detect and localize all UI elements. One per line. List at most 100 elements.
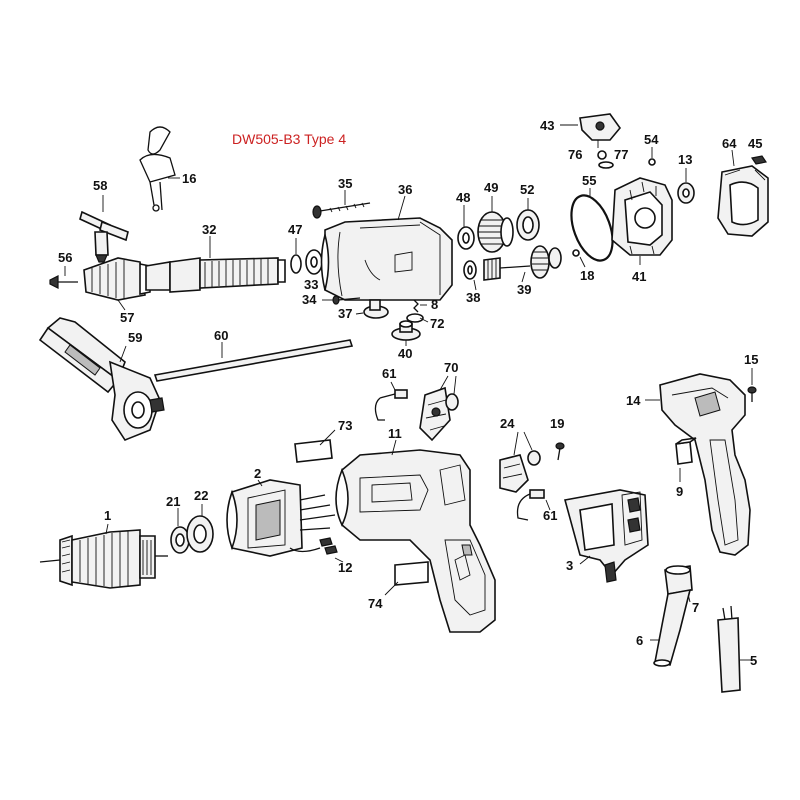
part-36-gear-housing	[320, 195, 453, 301]
part-70-brush-holders	[419, 375, 459, 442]
label-40: 40	[398, 346, 412, 361]
part-56-screw	[49, 266, 78, 289]
part-6-cord-guard	[650, 588, 692, 667]
part-74-label	[384, 561, 429, 596]
label-8: 8	[431, 297, 438, 312]
label-47: 47	[288, 222, 302, 237]
label-61-upper: 61	[382, 366, 396, 381]
part-39-shaft	[483, 245, 562, 283]
part-48-bearing	[457, 205, 475, 250]
label-56: 56	[58, 250, 72, 265]
label-48: 48	[456, 190, 470, 205]
label-37: 37	[338, 306, 352, 321]
label-55: 55	[582, 173, 596, 188]
part-73-label	[294, 429, 336, 463]
label-2: 2	[254, 466, 261, 481]
label-22: 22	[194, 488, 208, 503]
label-43: 43	[540, 118, 554, 133]
part-5-power-cord	[717, 605, 752, 693]
part-47-washer	[290, 238, 302, 274]
part-16-clip	[139, 126, 180, 212]
label-6: 6	[636, 633, 643, 648]
part-22-bearing	[186, 504, 214, 553]
part-14-handle-cover	[645, 373, 751, 556]
label-9: 9	[676, 484, 683, 499]
label-35: 35	[338, 176, 352, 191]
part-37-knob	[355, 299, 389, 319]
part-64-brush-holder	[717, 149, 769, 237]
part-21-bearing	[170, 508, 190, 554]
part-8-spring	[413, 299, 427, 313]
label-64: 64	[722, 136, 737, 151]
label-60: 60	[214, 328, 228, 343]
part-32-spindle	[145, 236, 286, 293]
part-34-screw	[322, 295, 361, 305]
label-16: 16	[182, 171, 196, 186]
part-3-switch	[563, 489, 649, 583]
label-49: 49	[484, 180, 498, 195]
part-61-brush-lead-lower	[516, 489, 551, 521]
part-55-o-ring	[570, 188, 614, 262]
label-7: 7	[692, 600, 699, 615]
part-12-terminals	[319, 537, 344, 563]
part-60-depth-rod	[153, 339, 354, 382]
label-34: 34	[302, 292, 317, 307]
part-59-side-handle	[38, 317, 165, 441]
label-57: 57	[120, 310, 134, 325]
part-19-screw	[555, 442, 565, 461]
label-61-lower: 61	[543, 508, 557, 523]
label-59: 59	[128, 330, 142, 345]
label-39: 39	[517, 282, 531, 297]
label-70: 70	[444, 360, 458, 375]
label-3: 3	[566, 558, 573, 573]
part-54-pin	[648, 147, 656, 166]
part-41-housing	[611, 177, 673, 265]
label-36: 36	[398, 182, 412, 197]
part-43-bracket	[560, 113, 622, 148]
part-9-block	[675, 437, 697, 482]
part-52-bearing	[516, 198, 540, 241]
label-21: 21	[166, 494, 180, 509]
label-58: 58	[93, 178, 107, 193]
label-38: 38	[466, 290, 480, 305]
part-11-main-housing	[335, 439, 496, 633]
label-33: 33	[304, 277, 318, 292]
label-12: 12	[338, 560, 352, 575]
label-32: 32	[202, 222, 216, 237]
part-76-washer	[597, 150, 607, 160]
label-45: 45	[748, 136, 762, 151]
part-2-field	[226, 479, 336, 557]
label-1: 1	[104, 508, 111, 523]
part-33-washer	[305, 249, 323, 275]
label-18: 18	[580, 268, 594, 283]
part-40-selector	[391, 320, 421, 346]
part-38-washer	[463, 260, 477, 291]
label-11: 11	[388, 426, 402, 441]
label-15: 15	[744, 352, 758, 367]
label-77: 77	[614, 147, 628, 162]
label-19: 19	[550, 416, 564, 431]
part-15-screw	[747, 368, 757, 402]
label-76: 76	[568, 147, 582, 162]
part-45-nut	[751, 155, 767, 165]
label-5: 5	[750, 653, 757, 668]
part-49-gear	[477, 196, 514, 253]
part-61-brush-lead-upper	[374, 381, 408, 421]
part-72-washer	[406, 313, 429, 323]
part-7-clamp	[664, 565, 693, 603]
label-14: 14	[626, 393, 641, 408]
part-35-screw	[312, 190, 371, 219]
part-77-washer	[598, 161, 614, 169]
label-73: 73	[338, 418, 352, 433]
part-18-ring	[572, 249, 586, 268]
part-58-chuck-key	[79, 195, 129, 263]
label-41: 41	[632, 269, 646, 284]
label-72: 72	[430, 316, 444, 331]
part-13-bearing	[677, 168, 695, 204]
label-52: 52	[520, 182, 534, 197]
part-1-armature	[39, 523, 168, 589]
label-74: 74	[368, 596, 383, 611]
diagram-title: DW505-B3 Type 4	[232, 131, 346, 147]
label-13: 13	[678, 152, 692, 167]
